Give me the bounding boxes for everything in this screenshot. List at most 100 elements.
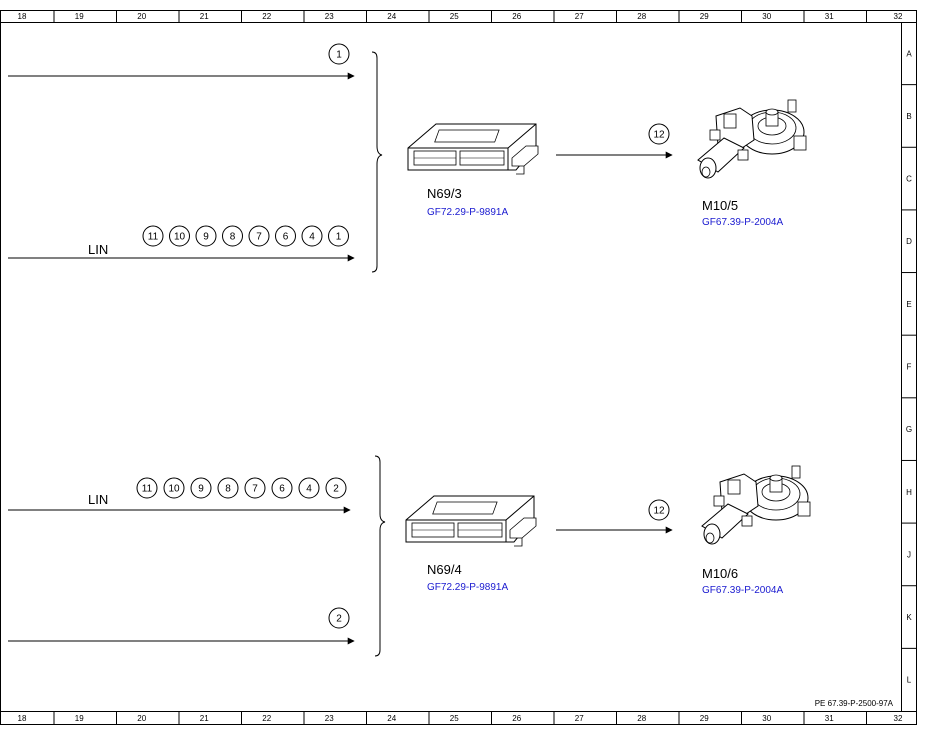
column-label-top: 20 — [137, 12, 146, 21]
column-label-top: 31 — [825, 12, 834, 21]
svg-text:2: 2 — [333, 484, 339, 495]
column-label-top: 24 — [387, 12, 396, 21]
row-label: F — [907, 363, 912, 372]
wire-number-badge: 12 — [648, 123, 670, 145]
lower-control-module-icon — [405, 495, 537, 547]
column-label-top: 26 — [512, 12, 521, 21]
wire-number-badge: 9 — [190, 477, 212, 499]
wire-number-badge: 2 — [325, 477, 347, 499]
wire-number-badge: 4 — [298, 477, 320, 499]
column-label-bottom: 30 — [762, 714, 771, 723]
row-label: E — [906, 300, 911, 309]
lower-lin-badges: 11 10 9 8 7 6 4 2 — [136, 477, 347, 499]
column-label-top: 32 — [894, 12, 903, 21]
column-label-bottom: 21 — [200, 714, 209, 723]
upper-line1-badges: 1 — [328, 43, 350, 65]
column-label-bottom: 18 — [18, 714, 27, 723]
row-label: B — [906, 112, 911, 121]
lower-lin-label: LIN — [88, 492, 108, 507]
svg-text:8: 8 — [230, 232, 236, 243]
lower-module-ref-link[interactable]: GF72.29-P-9891A — [427, 582, 508, 593]
drawing-frame — [0, 10, 917, 725]
row-label: C — [906, 175, 912, 184]
column-label-bottom: 27 — [575, 714, 584, 723]
wire-number-badge: 10 — [169, 225, 190, 247]
column-label-bottom: 28 — [637, 714, 646, 723]
lower-motor-name: M10/6 — [702, 566, 738, 581]
column-label-top: 27 — [575, 12, 584, 21]
svg-text:11: 11 — [148, 232, 159, 243]
wire-number-badge: 7 — [248, 225, 270, 247]
svg-text:9: 9 — [203, 232, 209, 243]
svg-text:12: 12 — [653, 130, 665, 141]
svg-text:4: 4 — [306, 484, 312, 495]
row-label: K — [906, 613, 912, 622]
wire-number-badge: 11 — [136, 477, 158, 499]
row-label: A — [906, 49, 912, 58]
svg-text:12: 12 — [653, 506, 665, 517]
column-label-top: 23 — [325, 12, 334, 21]
svg-text:8: 8 — [225, 484, 231, 495]
column-label-bottom: 20 — [137, 714, 146, 723]
column-label-bottom: 26 — [512, 714, 521, 723]
lower-module-name: N69/4 — [427, 562, 462, 577]
svg-text:6: 6 — [283, 232, 289, 243]
column-label-bottom: 22 — [262, 714, 271, 723]
row-grid: A B C D E F G H J K L — [901, 49, 917, 685]
upper-module-name: N69/3 — [427, 186, 462, 201]
wire-number-badge: 8 — [222, 225, 243, 247]
lower-window-motor-icon — [701, 465, 811, 545]
wire-number-badge: 6 — [275, 225, 296, 247]
upper-link-badge: 12 — [648, 123, 670, 145]
wire-number-badge: 7 — [244, 477, 266, 499]
svg-text:7: 7 — [252, 484, 258, 495]
row-label: H — [906, 488, 912, 497]
column-label-top: 29 — [700, 12, 709, 21]
svg-text:10: 10 — [168, 484, 180, 495]
column-label-top: 25 — [450, 12, 459, 21]
wire-number-badge: 4 — [301, 225, 323, 247]
column-label-bottom: 25 — [450, 714, 459, 723]
upper-circuit: 1 LIN 11 10 9 8 7 6 4 1 N69/3 GF72.29-P-9891A 1… — [8, 43, 807, 273]
svg-text:1: 1 — [336, 50, 342, 61]
svg-text:9: 9 — [198, 484, 204, 495]
column-label-top: 19 — [75, 12, 84, 21]
column-label-bottom: 24 — [387, 714, 396, 723]
document-id: PE 67.39-P-2500-97A — [815, 699, 894, 708]
lower-circuit: LIN 11 10 9 8 7 6 4 2 2 N69/4 GF72.29-P-9891A 1… — [8, 455, 811, 657]
column-label-top: 28 — [637, 12, 646, 21]
wire-number-badge: 12 — [648, 499, 670, 521]
column-label-bottom: 19 — [75, 714, 84, 723]
upper-lin-badges: 11 10 9 8 7 6 4 1 — [142, 225, 349, 247]
lower-brace — [374, 455, 386, 657]
wire-number-badge: 6 — [271, 477, 293, 499]
upper-motor-ref-link[interactable]: GF67.39-P-2004A — [702, 217, 783, 228]
row-label: J — [907, 550, 911, 559]
wire-number-badge: 1 — [328, 43, 350, 65]
lower-line2-badges: 2 — [328, 607, 350, 629]
upper-brace — [371, 51, 383, 273]
column-label-bottom: 29 — [700, 714, 709, 723]
wire-number-badge: 8 — [217, 477, 239, 499]
lower-motor-ref-link[interactable]: GF67.39-P-2004A — [702, 585, 783, 596]
svg-text:2: 2 — [336, 614, 342, 625]
upper-motor-name: M10/5 — [702, 198, 738, 213]
row-label: D — [906, 237, 912, 246]
column-grid: 1818191920202121222223232424252526262727… — [18, 10, 903, 724]
svg-text:4: 4 — [309, 232, 315, 243]
svg-text:1: 1 — [336, 232, 342, 243]
row-label: G — [906, 425, 912, 434]
wire-number-badge: 1 — [328, 225, 349, 247]
row-label: L — [907, 676, 912, 685]
wire-number-badge: 11 — [142, 225, 164, 247]
column-label-top: 22 — [262, 12, 271, 21]
wire-number-badge: 2 — [328, 607, 350, 629]
upper-lin-label: LIN — [88, 242, 108, 257]
upper-module-ref-link[interactable]: GF72.29-P-9891A — [427, 207, 508, 218]
svg-text:7: 7 — [256, 232, 262, 243]
wire-number-badge: 9 — [195, 225, 217, 247]
lower-link-badge: 12 — [648, 499, 670, 521]
upper-control-module-icon — [407, 123, 539, 175]
column-label-bottom: 31 — [825, 714, 834, 723]
